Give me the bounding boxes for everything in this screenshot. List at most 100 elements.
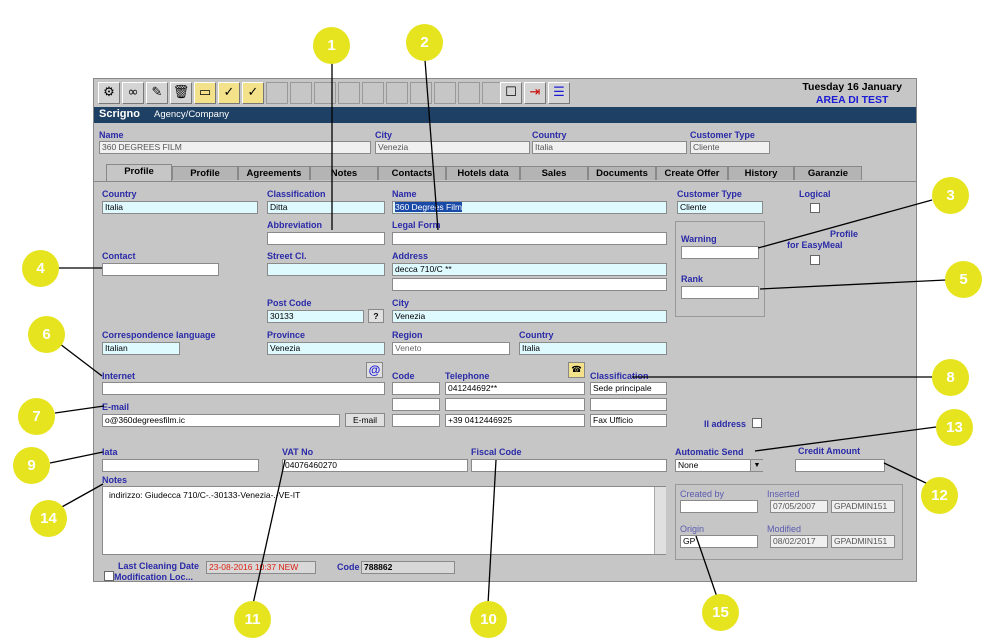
title-bar: Scrigno Agency/Company	[94, 107, 916, 123]
classification-field-1[interactable]: Sede principale	[590, 382, 667, 395]
edit-icon[interactable]: ✎	[146, 82, 168, 104]
city-field[interactable]: Venezia	[392, 310, 667, 323]
code-field-1[interactable]	[392, 382, 440, 395]
origin-label: Origin	[680, 524, 705, 534]
tab-sales[interactable]: Sales	[520, 166, 588, 180]
tab-documents[interactable]: Documents	[588, 166, 656, 180]
callout-1: 1	[313, 27, 350, 64]
email-button[interactable]: E-mail	[345, 413, 385, 427]
street-cl-label: Street Cl.	[267, 251, 307, 261]
telephone-field-3[interactable]: +39 0412446925	[445, 414, 585, 427]
city-label: City	[392, 298, 410, 308]
address-field-2[interactable]	[392, 278, 667, 291]
created-by-field[interactable]	[680, 500, 758, 513]
leader-line-14	[59, 483, 104, 509]
name-field[interactable]: 360 Degrees Film	[392, 201, 667, 214]
leader-line-3	[757, 199, 933, 249]
address-field[interactable]: decca 710/C **	[392, 263, 667, 276]
profile-easymeal-label-line2: for EasyMeal	[787, 240, 843, 250]
toolbar-slot	[386, 82, 408, 104]
automatic-send-label: Automatic Send	[675, 447, 744, 457]
telephone-field-2[interactable]	[445, 398, 585, 411]
logical-checkbox[interactable]	[810, 203, 820, 213]
modified-label: Modified	[767, 524, 802, 534]
rank-field[interactable]	[681, 286, 759, 299]
classification2-label: Classification	[590, 371, 649, 381]
callout-10: 10	[470, 601, 507, 638]
created-by-label: Created by	[680, 489, 725, 499]
internet-field[interactable]	[102, 382, 385, 395]
telephone-field-1[interactable]: 041244692**	[445, 382, 585, 395]
exit-icon[interactable]: ⇥	[524, 82, 546, 104]
modification-loc-label: Modification Loc...	[114, 572, 193, 582]
iata-field[interactable]	[102, 459, 259, 472]
area-name: AREA DI TEST	[815, 94, 889, 106]
country2-field[interactable]: Italia	[519, 342, 667, 355]
phone-icon[interactable]: ☎	[568, 362, 585, 378]
tab-hotels-data[interactable]: Hotels data	[446, 166, 520, 180]
tab-contacts[interactable]: Contacts	[378, 166, 446, 180]
folder-icon[interactable]: ▭	[194, 82, 216, 104]
street-cl-field[interactable]	[267, 263, 385, 276]
telephone-label: Telephone	[445, 371, 490, 381]
automatic-send-select[interactable]: None	[675, 459, 763, 472]
legal-form-field[interactable]	[392, 232, 667, 245]
country-field[interactable]: Italia	[102, 201, 258, 214]
note-icon[interactable]: ☐	[500, 82, 522, 104]
calendar-icon[interactable]: ☰	[548, 82, 570, 104]
warning-field[interactable]	[681, 246, 759, 259]
customer-type-label: Customer Type	[677, 189, 742, 199]
top-city-label: City	[375, 130, 393, 140]
classification-field-3[interactable]: Fax Ufficio	[590, 414, 667, 427]
code-field-2[interactable]	[392, 398, 440, 411]
code-field-3[interactable]	[392, 414, 440, 427]
abbreviation-field[interactable]	[267, 232, 385, 245]
notes-textarea[interactable]: indirizzo: Giudecca 710/C-.-30133-Venezi…	[102, 486, 666, 555]
classification-field[interactable]: Ditta	[267, 201, 385, 214]
callout-7: 7	[18, 398, 55, 435]
tab-create-offer[interactable]: Create Offer	[656, 166, 728, 180]
toolbar-slot	[458, 82, 480, 104]
module-title: Agency/Company	[154, 109, 229, 120]
modification-loc-checkbox[interactable]	[104, 571, 114, 581]
logical-label: Logical	[799, 189, 831, 199]
post-code-field[interactable]: 30133	[267, 310, 364, 323]
province-field[interactable]: Venezia	[267, 342, 385, 355]
region-field[interactable]: Veneto	[392, 342, 510, 355]
ii-address-checkbox[interactable]	[752, 418, 762, 428]
name-label: Name	[392, 189, 417, 199]
tab-agreements[interactable]: Agreements	[238, 166, 310, 180]
tab-history[interactable]: History	[728, 166, 794, 180]
email-field[interactable]: o@360degreesfilm.ic	[102, 414, 340, 427]
tab-notes[interactable]: Notes	[310, 166, 378, 180]
fiscal-code-field[interactable]	[471, 459, 667, 472]
tab-profile[interactable]: Profile	[106, 164, 172, 181]
tab-profile-2[interactable]: Profile	[172, 166, 238, 180]
chevron-down-icon[interactable]: ▼	[750, 460, 763, 471]
audit-panel	[675, 484, 903, 560]
top-name-field[interactable]: 360 DEGREES FILM	[99, 141, 371, 154]
find-icon[interactable]: ⚙	[98, 82, 120, 104]
contact-field[interactable]	[102, 263, 219, 276]
trash-icon[interactable]: 🗑	[170, 82, 192, 104]
callout-6: 6	[28, 316, 65, 353]
tab-garanzie[interactable]: Garanzie	[794, 166, 862, 180]
profile-easymeal-checkbox[interactable]	[810, 255, 820, 265]
notes-scrollbar[interactable]	[654, 487, 666, 554]
top-customer-type-field[interactable]: Cliente	[690, 141, 770, 154]
at-sign-icon[interactable]: @	[366, 362, 383, 378]
top-city-field[interactable]: Venezia	[375, 141, 530, 154]
credit-amount-field[interactable]	[795, 459, 885, 472]
vat-label: VAT No	[282, 447, 314, 457]
folder-check-icon[interactable]: ✓	[218, 82, 240, 104]
top-country-label: Country	[532, 130, 567, 140]
country2-label: Country	[519, 330, 554, 340]
post-code-lookup-button[interactable]: ?	[368, 309, 384, 323]
folder-lock-icon[interactable]: ✓	[242, 82, 264, 104]
classification-field-2[interactable]	[590, 398, 667, 411]
correspondence-language-field[interactable]: Italian	[102, 342, 180, 355]
customer-type-field[interactable]: Cliente	[677, 201, 763, 214]
top-country-field[interactable]: Italia	[532, 141, 687, 154]
binoculars-icon[interactable]: ∞	[122, 82, 144, 104]
vat-field[interactable]: 04076460270	[282, 459, 468, 472]
